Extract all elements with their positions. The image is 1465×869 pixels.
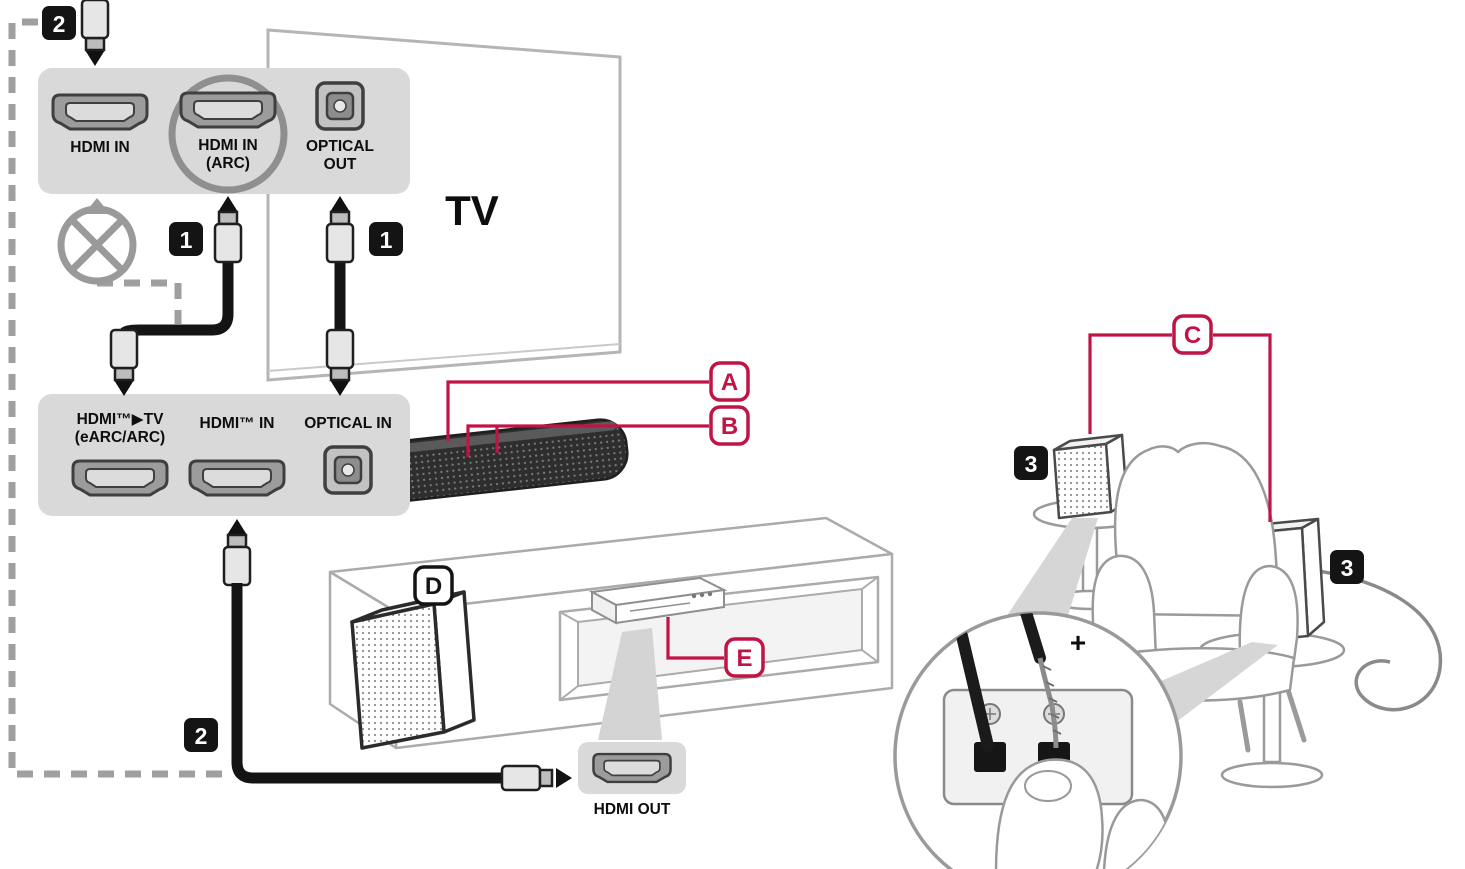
subwoofer <box>350 590 476 750</box>
media-player <box>588 576 728 625</box>
speaker-cable-right <box>1309 568 1443 712</box>
fingernail <box>1024 770 1072 802</box>
speaker-wire-bare <box>1037 657 1059 749</box>
wire-twist-lines <box>1042 665 1062 735</box>
speaker-left <box>1052 433 1129 520</box>
pressing-finger <box>994 758 1104 869</box>
step-badge-2-bottom: 2 <box>184 718 218 752</box>
soundbar-hdmi-in-port-icon <box>188 459 286 497</box>
optical-in-label: OPTICAL IN <box>304 415 392 432</box>
cable-optical <box>325 194 355 398</box>
hdmi-in-arc-port-icon <box>179 91 277 129</box>
optical-out-label-2: OUT <box>324 156 357 173</box>
cable-hdmi-arc <box>109 194 243 398</box>
hdmi-tv-label-1: HDMI™▶TV <box>77 411 164 428</box>
callout-label-b: B <box>709 405 750 446</box>
hdmi-tv-port-icon <box>71 459 169 497</box>
hdmi-plug-tip <box>538 768 554 788</box>
step-number: 3 <box>1025 451 1038 477</box>
optical-out-port-icon <box>315 81 365 131</box>
callout-lines <box>446 333 1272 660</box>
hdmi-plug-icon <box>109 328 139 398</box>
no-connection-icon <box>57 198 137 285</box>
arrow-right-icon <box>556 768 572 788</box>
terminal-hole-left <box>974 742 1006 772</box>
callout-line-b <box>466 424 709 457</box>
hdmi-in-port-icon <box>51 93 149 131</box>
cable-hdmi-source <box>80 0 572 792</box>
hdmi-in-label: HDMI IN <box>70 139 129 156</box>
soundbar-hdmi-in-label: HDMI™ IN <box>200 415 275 432</box>
callout-line-e <box>666 617 724 660</box>
step-number: 1 <box>180 227 193 253</box>
hdmi-out-port-icon <box>592 752 672 784</box>
callout-letter: D <box>425 573 442 600</box>
step-badge-1-left: 1 <box>169 222 203 256</box>
hdmi-plug-icon <box>213 194 243 264</box>
callout-letter: C <box>1184 322 1201 349</box>
terminal-magnifier: + <box>893 611 1183 869</box>
step-badge-3-right: 3 <box>1330 550 1364 584</box>
soundbar-ports-panel: HDMI™▶TV (eARC/ARC) HDMI™ IN OPTICAL IN <box>38 394 410 516</box>
callout-label-a: A <box>709 361 750 402</box>
step-number: 2 <box>53 11 66 37</box>
plus-sign: + <box>1070 627 1086 658</box>
step-number: 3 <box>1341 555 1354 581</box>
hdmi-in-arc-label-2: (ARC) <box>206 155 250 172</box>
speaker-wire-insulated <box>956 630 994 752</box>
hdmi-out-label: HDMI OUT <box>594 801 671 818</box>
dashed-forbidden-route <box>97 279 182 324</box>
hdmi-tv-label-2: (eARC/ARC) <box>75 429 165 446</box>
callout-letter: B <box>721 413 738 440</box>
callout-line-a <box>446 380 709 441</box>
callout-label-d: D <box>413 565 454 606</box>
tv-ports-panel: HDMI IN HDMI IN (ARC) OPTICAL OUT <box>38 68 410 194</box>
hdmi-plug-icon <box>80 0 110 68</box>
step-badge-1-right: 1 <box>369 222 403 256</box>
hdmi-in-arc-label-1: HDMI IN <box>198 137 257 154</box>
optical-plug-icon <box>325 328 355 398</box>
arc-highlight-ring <box>168 74 288 194</box>
step-number: 1 <box>380 227 393 253</box>
hdmi-plug-icon <box>222 517 252 587</box>
callout-letter: A <box>721 369 738 396</box>
callout-label-e: E <box>724 637 765 678</box>
step-number: 2 <box>195 723 208 749</box>
optical-out-label-1: OPTICAL <box>306 138 374 155</box>
step-badge-2-top: 2 <box>42 6 76 40</box>
callout-line-c <box>1088 333 1272 522</box>
hdmi-out-panel: HDMI OUT <box>578 742 686 818</box>
dashed-cable-route <box>8 18 228 778</box>
callout-label-c: C <box>1172 314 1213 355</box>
zoom-wedge-player <box>598 628 662 740</box>
callout-letter: E <box>736 645 752 672</box>
tv-label: TV <box>445 187 499 234</box>
hdmi-plug-icon <box>500 764 542 792</box>
optical-in-port-icon <box>323 445 373 495</box>
step-badge-3-left: 3 <box>1014 446 1048 480</box>
speaker-wire-right-insulation <box>1018 613 1046 664</box>
